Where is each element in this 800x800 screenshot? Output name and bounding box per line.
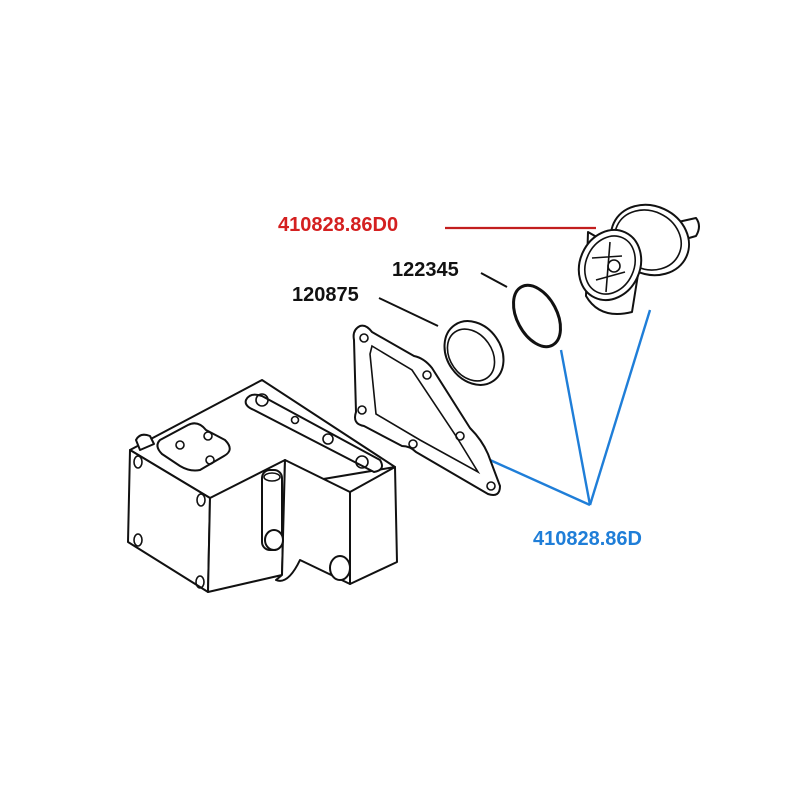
seal-ring-part-number: 120875 [292, 284, 359, 306]
seal-ring-leader [378, 297, 439, 327]
housing-block-part [127, 379, 398, 593]
o-ring-part-number: 122345 [392, 259, 459, 281]
gasket-part [352, 324, 501, 496]
thermostat-part-number: 410828.86D0 [278, 214, 399, 236]
o-ring-part [512, 283, 562, 349]
thermostat-part [577, 203, 700, 315]
kit-part-number: 410828.86D [533, 528, 642, 550]
seal-ring-part [443, 320, 505, 386]
o-ring-leader [480, 272, 508, 288]
kit-leaders [489, 309, 652, 507]
